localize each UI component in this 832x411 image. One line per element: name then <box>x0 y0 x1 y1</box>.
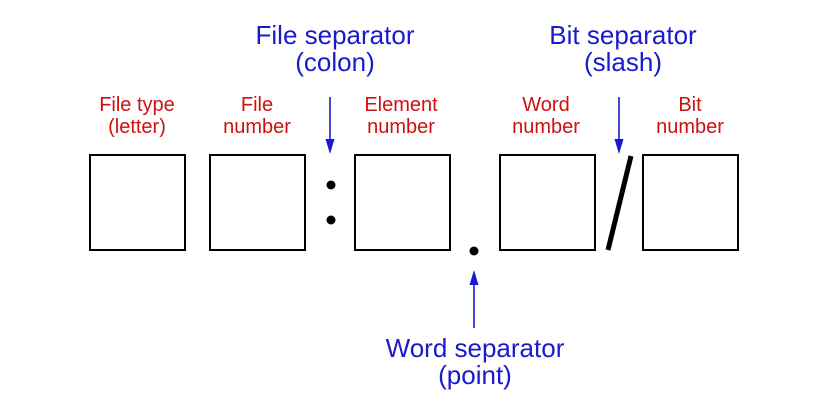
bit-number-box <box>642 154 739 251</box>
word-number-label-line1: Word <box>522 94 570 116</box>
word-separator-label: Word separator (point) <box>385 333 565 391</box>
bit-number-label-line1: Bit <box>678 94 702 116</box>
word-separator-title: Word separator <box>385 333 565 363</box>
word-number-box <box>499 154 596 251</box>
bit-separator-title: Bit separator <box>549 20 697 50</box>
word-separator-arrow <box>469 270 479 328</box>
file-separator-subtitle: (colon) <box>295 47 375 78</box>
bit-slash <box>605 155 634 251</box>
element-number-label-line1: Element <box>364 94 438 116</box>
file-number-label-line1: File <box>240 94 274 116</box>
colon-dot-upper <box>326 180 336 190</box>
file-separator-title: File separator <box>255 20 415 50</box>
word-number-label-line2: number <box>512 115 580 138</box>
bit-number-label: Bit number <box>656 94 724 138</box>
file-number-label: File number <box>223 94 291 138</box>
colon-dot-lower <box>326 215 336 225</box>
word-number-label: Word number <box>512 94 580 138</box>
file-type-label-line2: (letter) <box>108 115 166 138</box>
element-number-label: Element number <box>364 94 438 138</box>
element-number-label-line2: number <box>367 115 435 138</box>
file-type-label: File type (letter) <box>99 94 175 138</box>
file-separator-arrow <box>325 97 335 154</box>
file-type-label-line1: File type <box>99 94 175 116</box>
bit-separator-subtitle: (slash) <box>583 47 662 78</box>
file-separator-label: File separator (colon) <box>255 20 415 78</box>
file-number-label-line2: number <box>223 115 291 138</box>
file-type-box <box>89 154 186 251</box>
file-number-box <box>209 154 306 251</box>
bit-separator-label: Bit separator (slash) <box>549 20 697 78</box>
bit-separator-arrow <box>614 97 624 154</box>
element-number-box <box>354 154 451 251</box>
word-separator-subtitle: (point) <box>438 360 512 391</box>
bit-number-label-line2: number <box>656 115 724 138</box>
word-point-dot <box>469 246 479 256</box>
